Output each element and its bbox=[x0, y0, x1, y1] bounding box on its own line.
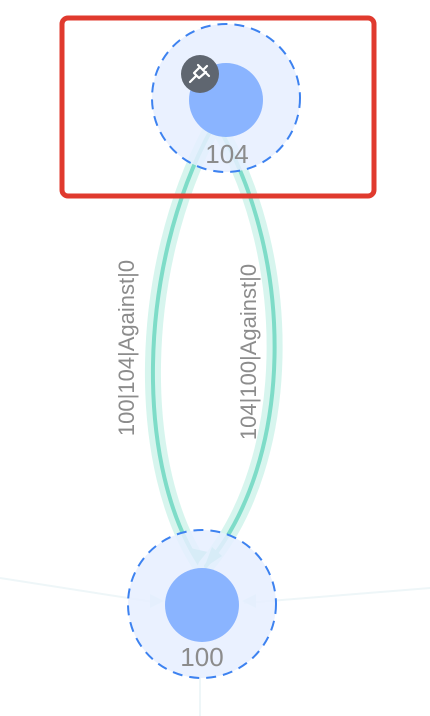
node-100[interactable]: 100 bbox=[127, 529, 277, 679]
edge-label-100-104: 100|104|Against|0 bbox=[114, 260, 139, 436]
node-label-104: 104 bbox=[205, 139, 248, 169]
node-label-100: 100 bbox=[180, 642, 223, 672]
edge-label-104-100: 104|100|Against|0 bbox=[236, 264, 261, 440]
pushpin-icon[interactable] bbox=[181, 55, 219, 93]
selection-box bbox=[59, 15, 377, 199]
node-104[interactable]: 104 bbox=[151, 23, 301, 173]
